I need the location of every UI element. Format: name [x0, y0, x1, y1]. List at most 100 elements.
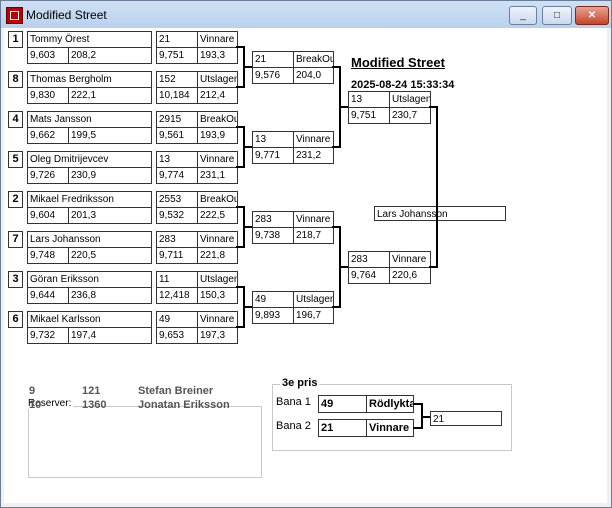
- maximize-button[interactable]: □: [542, 6, 572, 25]
- r1-entry-a: 283: [159, 234, 176, 245]
- title-bar[interactable]: Modified Street _ □ ✕: [1, 1, 611, 28]
- third-place-label: 3e pris: [280, 377, 320, 389]
- reserves-panel: [28, 406, 262, 478]
- r1-entry-a: 11: [159, 274, 170, 285]
- driver-name: Mikael Karlsson: [30, 314, 101, 325]
- r3-entry-b: Vinnare: [392, 254, 427, 265]
- r3-entry-d: 230,7: [392, 110, 418, 121]
- close-button[interactable]: ✕: [575, 6, 609, 25]
- seed-number: 3: [8, 271, 23, 288]
- driver-name: Mikael Fredriksson: [30, 194, 114, 205]
- minimize-button[interactable]: _: [509, 6, 537, 25]
- r1-entry-top-row: 2553 BreakOut: [156, 191, 238, 208]
- driver-name-row: Lars Johansson: [27, 231, 152, 248]
- r2-entry-bottom-row: 9,738 218,7: [252, 227, 334, 244]
- connector: [436, 106, 438, 268]
- connector: [339, 106, 348, 108]
- seed-number: 8: [8, 71, 23, 88]
- driver-name-row: Tommy Örest: [27, 31, 152, 48]
- driver-stats-row: 9,604 201,3: [27, 207, 152, 224]
- seed-number: 6: [8, 311, 23, 328]
- connector: [236, 206, 244, 208]
- reaction-time: 9,604: [30, 210, 56, 221]
- r1-entry-d: 150,3: [200, 290, 226, 301]
- seed-number: 2: [8, 191, 23, 208]
- driver-name: Oleg Dmitrijevcev: [30, 154, 109, 165]
- r1-entry-b: Vinnare: [200, 314, 235, 325]
- r1-entry-b: BreakOut: [200, 194, 237, 205]
- r2-entry-top-row: 21 BreakOut: [252, 51, 334, 68]
- speed: 236,8: [71, 290, 97, 301]
- winner-box: Lars Johansson: [374, 206, 506, 221]
- r2-entry-a: 21: [255, 54, 267, 65]
- lane1-number: 49: [321, 398, 334, 410]
- connector: [332, 226, 340, 228]
- r2-entry-b: Vinnare: [296, 214, 331, 225]
- event-title: Modified Street: [351, 55, 445, 70]
- r1-entry-d: 212,4: [200, 90, 226, 101]
- r3-entry-c: 9,751: [351, 110, 377, 121]
- connector: [236, 126, 244, 128]
- reserve-name: Jonatan Eriksson: [138, 399, 230, 411]
- r2-entry-b: Utslagen: [296, 294, 333, 305]
- reserve-num: 121: [82, 385, 101, 397]
- r2-entry-b: BreakOut: [296, 54, 333, 65]
- r1-entry-b: Utslagen: [200, 74, 237, 85]
- reaction-time: 9,726: [30, 170, 56, 181]
- connector: [429, 266, 437, 268]
- speed: 201,3: [71, 210, 97, 221]
- r1-entry-d: 231,1: [200, 170, 226, 181]
- connector: [236, 326, 244, 328]
- lane2-box: 21 Vinnare: [318, 419, 414, 437]
- r1-entry-d: 193,9: [200, 130, 226, 141]
- r1-entry-c: 10,184: [159, 90, 190, 101]
- connector: [236, 166, 244, 168]
- r1-entry-c: 9,532: [159, 210, 185, 221]
- connector: [339, 266, 348, 268]
- r1-entry-c: 9,751: [159, 50, 185, 61]
- reserve-pos: 9: [29, 385, 36, 397]
- driver-name-row: Oleg Dmitrijevcev: [27, 151, 152, 168]
- r3-entry-b: Utslagen: [392, 94, 430, 105]
- driver-name-row: Mats Jansson: [27, 111, 152, 128]
- driver-name: Thomas Bergholm: [30, 74, 112, 85]
- r2-entry-d: 218,7: [296, 230, 322, 241]
- r1-entry-b: Vinnare: [200, 34, 235, 45]
- lane2-number: 21: [321, 422, 334, 434]
- reserve-pos: 10: [29, 399, 42, 411]
- r1-entry-a: 2553: [159, 194, 182, 205]
- r1-entry-b: Vinnare: [200, 154, 235, 165]
- connector: [421, 416, 430, 418]
- reaction-time: 9,732: [30, 330, 56, 341]
- r1-entry-d: 222,5: [200, 210, 226, 221]
- r2-entry-c: 9,738: [255, 230, 281, 241]
- driver-name-row: Mikael Fredriksson: [27, 191, 152, 208]
- connector: [243, 146, 252, 148]
- event-datetime: 2025-08-24 15:33:34: [351, 79, 455, 91]
- connector: [243, 66, 252, 68]
- r1-entry-c: 9,653: [159, 330, 185, 341]
- speed: 220,5: [71, 250, 97, 261]
- reaction-time: 9,644: [30, 290, 56, 301]
- lane1-label: Bana 1: [276, 396, 311, 408]
